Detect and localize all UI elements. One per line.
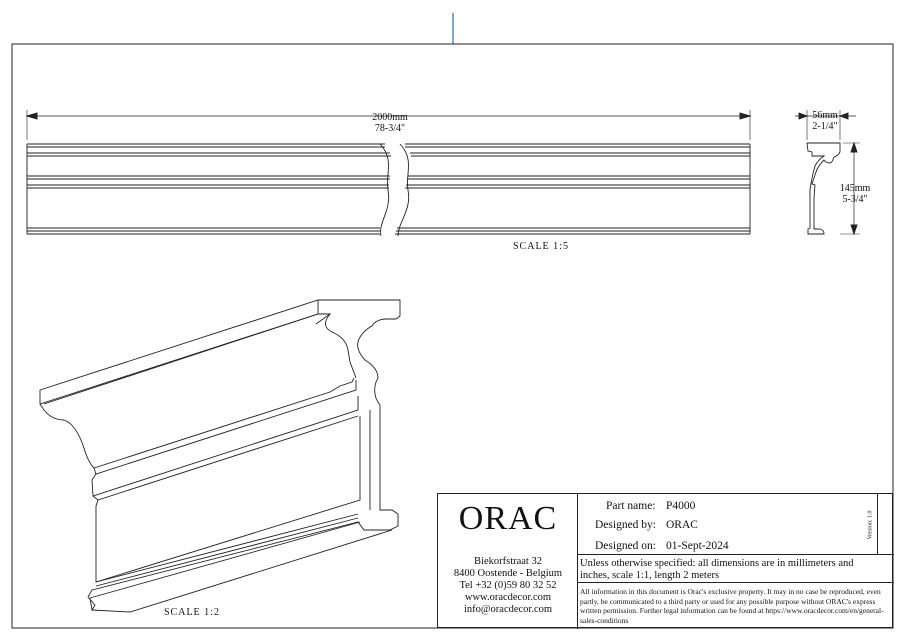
length-dimension: [25, 110, 752, 140]
address-street: Biekorfstraat 32: [474, 556, 542, 567]
width-dimension-label: 56mm 2-1/4": [800, 110, 850, 132]
designed-by-value: ORAC: [666, 519, 698, 531]
title-block: ORAC Biekorfstraat 32 8400 Oostende - Be…: [437, 493, 894, 629]
dimensions-note: Unless otherwise specified: all dimensio…: [580, 558, 854, 581]
front-view: [26, 143, 751, 237]
part-name-label: Part name:: [606, 500, 656, 512]
designed-on-value: 01-Sept-2024: [666, 540, 729, 552]
isometric-view: [39, 299, 401, 613]
scale-front-label: SCALE 1:5: [513, 241, 569, 252]
company-address: Biekorfstraat 32 8400 Oostende - Belgium…: [438, 556, 578, 616]
height-inch: 5-3/4": [842, 194, 868, 205]
height-mm: 145mm: [839, 183, 871, 194]
length-inch: 78-3/4": [374, 123, 406, 134]
legal-note: All information in this document is Orac…: [580, 587, 884, 625]
scale-iso-label: SCALE 1:2: [164, 607, 220, 618]
address-email: info@oracdecor.com: [463, 604, 553, 615]
designed-by-label: Designed by:: [595, 519, 657, 531]
part-name-value: P4000: [666, 500, 696, 512]
address-website: www.oracdecor.com: [464, 592, 552, 603]
length-mm: 2000mm: [372, 112, 408, 123]
width-inch: 2-1/4": [812, 121, 838, 132]
designed-on-label: Designed on:: [595, 540, 657, 552]
sheet-border: [11, 43, 894, 629]
profile-view: [795, 110, 860, 236]
orac-logo: ORAC: [458, 500, 558, 537]
version-label: Version: 1.0: [867, 510, 874, 540]
length-dimension-label: 2000mm 78-3/4": [350, 112, 430, 134]
address-phone: Tel +32 (0)59 80 32 52: [459, 580, 557, 591]
width-mm: 56mm: [812, 110, 838, 121]
height-dimension-label: 145mm 5-3/4": [832, 183, 878, 205]
address-city: 8400 Oostende - Belgium: [453, 568, 563, 579]
